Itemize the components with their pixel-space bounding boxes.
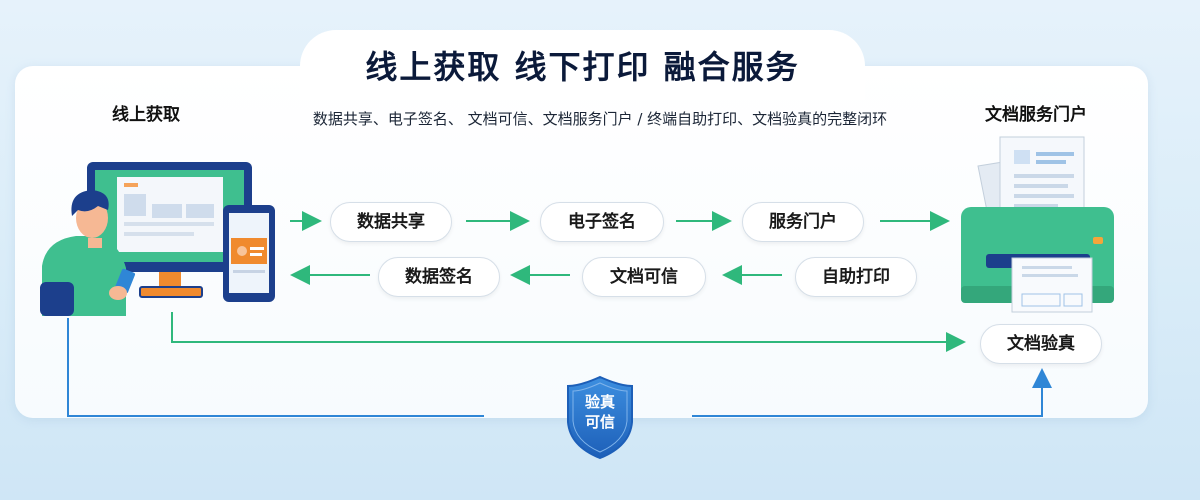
node-doc-trust: 文档可信	[582, 257, 706, 297]
person-icon	[40, 190, 136, 316]
shield-label-line2: 可信	[584, 413, 615, 431]
node-self-print: 自助打印	[795, 257, 917, 297]
node-doc-verify: 文档验真	[980, 324, 1102, 364]
subtitle: 数据共享、电子签名、 文档可信、文档服务门户 / 终端自助打印、文档验真的完整闭…	[312, 110, 888, 128]
verify-connector	[171, 312, 966, 352]
node-data-signing: 数据签名	[378, 257, 500, 297]
shield-label: 验真 可信	[563, 392, 637, 432]
loop-line-left	[67, 318, 484, 417]
left-label: 线上获取	[112, 105, 180, 125]
shield-label-line1: 验真	[584, 393, 615, 411]
node-e-signature: 电子签名	[540, 202, 664, 242]
phone-icon	[223, 205, 275, 302]
shield-icon	[567, 375, 633, 460]
node-data-sharing: 数据共享	[330, 202, 452, 242]
printer-icon	[961, 136, 1114, 313]
title-tab	[300, 30, 865, 100]
right-label: 文档服务门户	[985, 105, 1087, 125]
monitor-icon	[87, 162, 252, 298]
node-service-portal: 服务门户	[742, 202, 864, 242]
loop-line-right	[692, 368, 1052, 417]
page-title: 线上获取 线下打印 融合服务	[365, 48, 800, 86]
